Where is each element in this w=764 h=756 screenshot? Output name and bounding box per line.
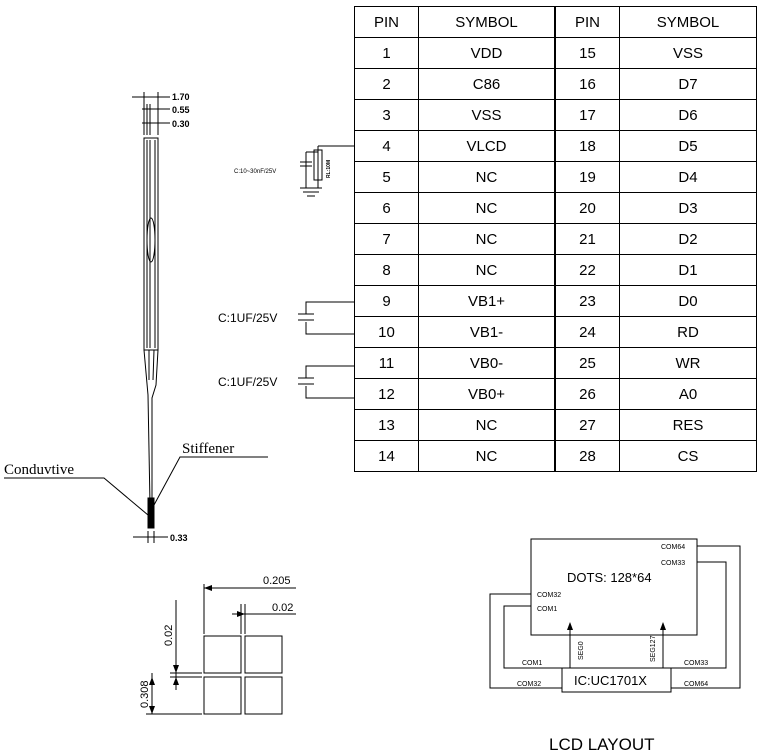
label-conductive: Conduvtive	[4, 462, 74, 478]
label-ic: IC:UC1701X	[574, 673, 647, 688]
label-vlcd-capacitor: C:10~30nF/25V	[234, 169, 276, 175]
pin-symbol: VDD	[418, 37, 556, 69]
label-com32-left: COM32	[537, 592, 561, 599]
pin-number: 17	[554, 99, 620, 131]
label-seg0: SEG0	[578, 641, 585, 660]
pin-number: 28	[554, 440, 620, 472]
dim-label-0-55: 0.55	[172, 105, 190, 115]
lcd-layout-diagram	[489, 538, 741, 693]
label-vlcd-resistor: RL:10M	[326, 160, 332, 178]
dim-label-0-02-v: 0.02	[163, 625, 175, 646]
pin-number: 15	[554, 37, 620, 69]
pin-number: 4	[354, 130, 419, 162]
header-symbol-1: SYMBOL	[418, 6, 556, 38]
pin-symbol: D3	[619, 192, 757, 224]
header-pin-1: PIN	[354, 6, 419, 38]
pin-number: 11	[354, 347, 419, 379]
pin-symbol: A0	[619, 378, 757, 410]
label-com33-bottom: COM33	[684, 660, 708, 667]
pin-symbol: VB1-	[418, 316, 556, 348]
fpc-side-view	[4, 92, 268, 543]
pin-number: 1	[354, 37, 419, 69]
pin-number: 19	[554, 161, 620, 193]
label-seg127: SEG127	[650, 635, 657, 662]
label-vb0-capacitor: C:1UF/25V	[218, 375, 277, 389]
pin-number: 16	[554, 68, 620, 100]
pin-symbol: VB1+	[418, 285, 556, 317]
pin-symbol: NC	[418, 161, 556, 193]
pin-number: 25	[554, 347, 620, 379]
dim-label-0-02-h: 0.02	[272, 602, 293, 614]
vlcd-network	[300, 145, 354, 197]
vb0-capacitor	[298, 365, 354, 399]
pin-symbol: D6	[619, 99, 757, 131]
pin-symbol: CS	[619, 440, 757, 472]
pin-number: 9	[354, 285, 419, 317]
pin-symbol: VSS	[619, 37, 757, 69]
pin-symbol: NC	[418, 409, 556, 441]
pin-symbol: VB0-	[418, 347, 556, 379]
pin-number: 10	[354, 316, 419, 348]
label-com64-bottom: COM64	[684, 681, 708, 688]
dim-label-1-70: 1.70	[172, 92, 190, 102]
label-dots: DOTS: 128*64	[567, 570, 652, 585]
pin-number: 13	[354, 409, 419, 441]
pin-table-header: PIN SYMBOL PIN SYMBOL	[354, 6, 757, 38]
label-com64-top: COM64	[661, 544, 685, 551]
label-com33-top: COM33	[661, 560, 685, 567]
pin-symbol: VB0+	[418, 378, 556, 410]
pin-number: 6	[354, 192, 419, 224]
pin-number: 5	[354, 161, 419, 193]
dim-label-0-30: 0.30	[172, 119, 190, 129]
label-com1-bottom: COM1	[522, 660, 542, 667]
vb1-capacitor	[298, 301, 354, 335]
header-symbol-2: SYMBOL	[619, 6, 757, 38]
pin-symbol: NC	[418, 254, 556, 286]
label-vb1-capacitor: C:1UF/25V	[218, 311, 277, 325]
label-com1-left: COM1	[537, 606, 557, 613]
dim-label-0-33: 0.33	[170, 533, 188, 543]
label-com32-bottom: COM32	[517, 681, 541, 688]
pin-number: 14	[354, 440, 419, 472]
dim-label-0-205: 0.205	[263, 575, 291, 587]
pin-number: 22	[554, 254, 620, 286]
lcd-layout-title: LCD LAYOUT	[549, 735, 655, 754]
pin-symbol: D1	[619, 254, 757, 286]
label-stiffener: Stiffener	[182, 441, 234, 457]
pin-number: 21	[554, 223, 620, 255]
pin-symbol: NC	[418, 192, 556, 224]
dim-label-0-308: 0.308	[139, 680, 151, 708]
pin-symbol: D4	[619, 161, 757, 193]
pin-symbol: D0	[619, 285, 757, 317]
